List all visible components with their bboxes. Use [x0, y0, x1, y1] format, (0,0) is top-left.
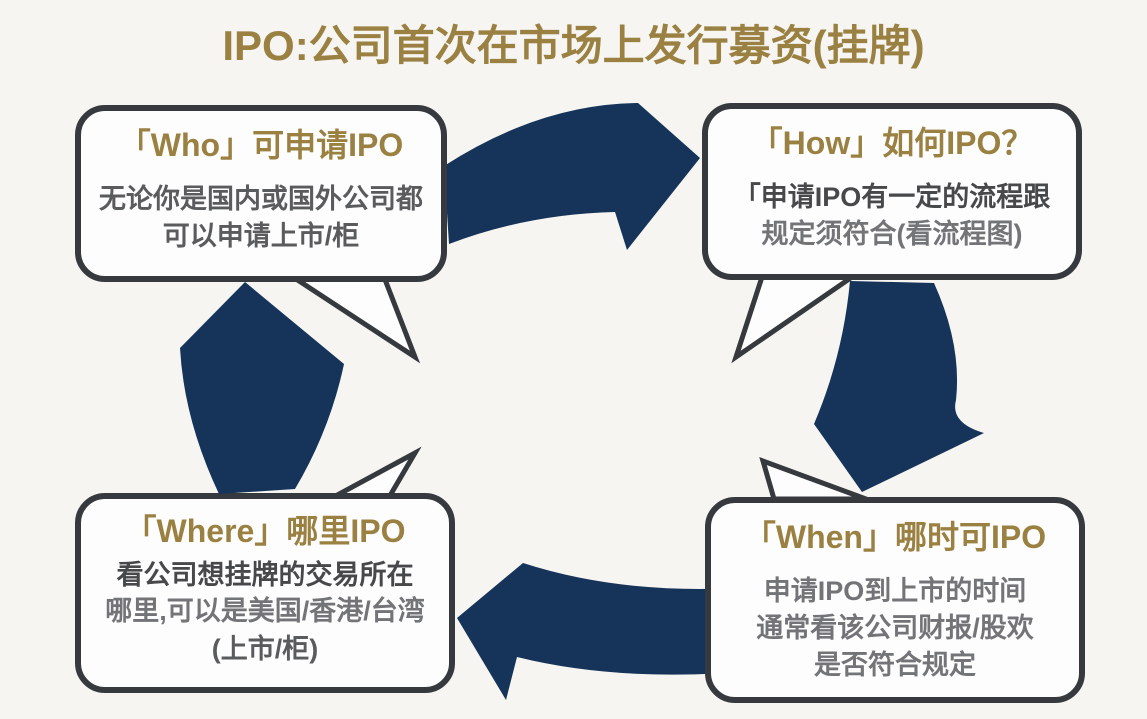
arrow-right-icon	[814, 281, 984, 492]
bubble-where-line: 看公司想挂牌的交易所在	[116, 560, 414, 590]
diagram-title: IPO:公司首次在市场上发行募资(挂牌)	[222, 22, 925, 69]
bubble-when-line: 是否符合规定	[814, 650, 976, 680]
bubble-how-line: 「申请IPO有一定的流程跟	[733, 182, 1051, 212]
bubble-who-heading: 「Who」可申请IPO	[118, 127, 404, 163]
bubble-tail-how	[731, 274, 861, 364]
bubble-when-heading: 「When」哪时可IPO	[743, 519, 1047, 555]
bubble-who: 「Who」可申请IPO 无论你是国内或国外公司都 可以申请上市/柜	[75, 105, 447, 282]
bubble-how: 「How」如何IPO？ 「申请IPO有一定的流程跟 规定须符合(看流程图)	[702, 103, 1082, 280]
bubble-how-heading: 「How」如何IPO？	[750, 125, 1034, 161]
bubble-when: 「When」哪时可IPO 申请IPO到上市的时间 通常看该公司财报/股欢 是否符…	[705, 497, 1085, 703]
bubble-when-line: 申请IPO到上市的时间	[763, 576, 1027, 606]
bubble-tail-who	[284, 274, 421, 364]
bubble-who-line: 可以申请上市/柜	[162, 221, 360, 251]
bubble-where-line: 哪里,可以是美国/香港/台湾	[105, 596, 425, 626]
arrow-top-icon	[444, 103, 700, 250]
bubble-how-line: 规定须符合(看流程图)	[761, 219, 1023, 249]
bubble-who-line: 无论你是国内或国外公司都	[99, 184, 423, 214]
bubble-tail-when	[759, 456, 880, 502]
bubble-when-line: 通常看该公司财报/股欢	[756, 613, 1034, 643]
bubble-where-line: (上市/柜)	[211, 634, 319, 664]
arrow-left-icon	[180, 282, 344, 494]
bubble-where: 「Where」哪里IPO 看公司想挂牌的交易所在 哪里,可以是美国/香港/台湾 …	[75, 493, 455, 693]
bubble-where-heading: 「Where」哪里IPO	[124, 513, 406, 549]
